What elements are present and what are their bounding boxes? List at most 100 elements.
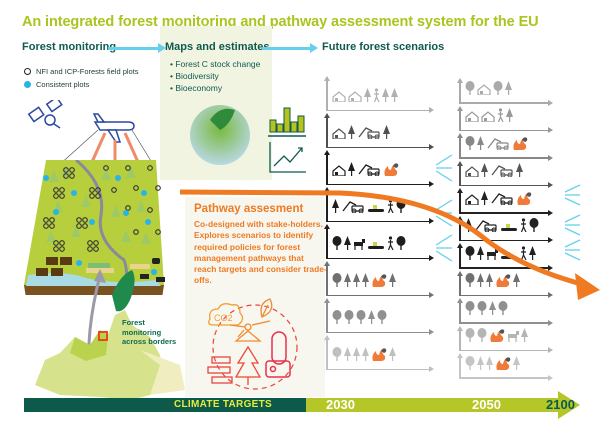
x-axis — [459, 320, 553, 325]
y-axis — [324, 113, 329, 148]
deer-icon — [507, 329, 519, 347]
conifer-icon — [489, 300, 496, 320]
conifer-tree-icon — [234, 345, 262, 385]
pathway-title: Pathway assesment — [194, 203, 304, 215]
boat-icon — [500, 247, 518, 265]
y-axis — [457, 133, 462, 159]
broadleaf-icon — [498, 300, 508, 320]
houses-icon — [36, 257, 72, 276]
y-axis — [324, 261, 329, 296]
conifer-icon — [364, 88, 371, 107]
y-axis — [457, 325, 462, 351]
broadleaf-icon — [332, 236, 342, 255]
conifer-icon — [477, 245, 484, 265]
climate-targets-timeline: CLIMATE TARGETS 2030 2050 2100 — [24, 391, 580, 419]
open-circle-icon — [24, 68, 31, 75]
conifer-icon — [513, 355, 520, 375]
boat-icon — [367, 200, 385, 218]
conifer-icon — [353, 273, 360, 292]
pathway-tradeoffs-illustration: CO2 — [207, 298, 298, 390]
x-axis — [459, 155, 553, 160]
conifer-icon — [348, 125, 355, 144]
conifer-icon — [391, 88, 398, 107]
pathway-description: Co-designed with stake-holders. Explores… — [194, 219, 327, 286]
x-axis — [326, 218, 434, 224]
house-icon — [465, 164, 479, 182]
broadleaf-icon — [465, 328, 475, 347]
broadleaf-icon — [465, 273, 475, 292]
bullet-item: • Biodiversity — [170, 71, 219, 81]
broadleaf-icon — [332, 347, 342, 366]
scenario-row — [457, 298, 553, 325]
conifer-icon — [362, 273, 369, 292]
conifer-icon — [521, 328, 528, 347]
x-axis — [459, 100, 553, 105]
hiker-icon — [387, 199, 394, 218]
house-icon — [481, 109, 495, 127]
filled-circle-icon — [24, 81, 31, 88]
conifer-icon — [477, 273, 484, 292]
y-axis — [457, 243, 462, 269]
broadleaf-icon — [465, 300, 475, 320]
pathway-arrowhead — [575, 273, 600, 300]
x-axis — [459, 347, 553, 353]
scenario-row — [324, 76, 434, 113]
y-axis — [457, 105, 462, 131]
deer-icon — [353, 237, 365, 255]
x-axis — [326, 329, 434, 335]
broadleaf-icon — [377, 310, 387, 329]
broadleaf-icon — [529, 218, 539, 237]
scenario-row — [457, 353, 553, 380]
remote-sensing-illustration — [27, 100, 155, 167]
harvester-icon — [357, 125, 381, 144]
harvester-icon — [490, 191, 514, 210]
broadleaf-icon — [477, 328, 487, 347]
y-axis — [324, 150, 329, 185]
hiker-icon — [520, 245, 527, 265]
page-title: An integrated forest monitoring and path… — [22, 14, 539, 30]
europe-monitoring-map — [35, 269, 185, 400]
year-2030: 2030 — [326, 397, 355, 412]
broadleaf-icon — [396, 236, 406, 255]
broadleaf-icon — [465, 80, 475, 100]
broadleaf-icon — [493, 80, 503, 100]
fire-icon — [489, 328, 505, 347]
scenario-row — [457, 270, 553, 298]
log-stack-icon — [207, 356, 233, 384]
broadleaf-icon — [465, 355, 475, 375]
x-axis — [326, 144, 434, 150]
scenario-row — [457, 78, 553, 105]
conifer-icon — [389, 273, 396, 292]
plot-location-marker — [98, 331, 108, 341]
scenario-row — [324, 298, 434, 335]
field-plots — [43, 165, 161, 252]
svg-text:CO2: CO2 — [214, 313, 233, 323]
broadleaf-icon — [356, 310, 366, 329]
scenario-row — [457, 105, 553, 133]
y-axis — [457, 188, 462, 214]
scenario-row — [324, 150, 434, 187]
timeline-arrowhead — [558, 391, 580, 419]
conifer-icon — [506, 108, 513, 127]
y-axis — [457, 160, 462, 186]
x-axis — [326, 181, 434, 187]
scenario-row — [457, 188, 553, 215]
deer-icon — [486, 247, 498, 265]
consistent-plots — [43, 175, 157, 275]
house-icon — [465, 192, 479, 210]
flow-arrow — [108, 43, 166, 53]
fire-icon — [512, 136, 528, 155]
conifer-icon — [513, 273, 520, 292]
timeline-label: CLIMATE TARGETS — [174, 399, 273, 410]
x-axis — [459, 292, 553, 298]
conifer-icon — [486, 273, 493, 292]
bar-chart-icon — [268, 107, 306, 137]
road — [75, 160, 129, 289]
harvester-icon — [486, 136, 510, 155]
conifer-icon — [353, 347, 360, 366]
y-axis — [457, 215, 462, 241]
house-icon — [477, 82, 491, 100]
house-icon — [348, 89, 362, 107]
x-axis — [459, 375, 553, 380]
legend-item-field-plots: NFI and ICP-Forests field plots — [24, 67, 139, 76]
